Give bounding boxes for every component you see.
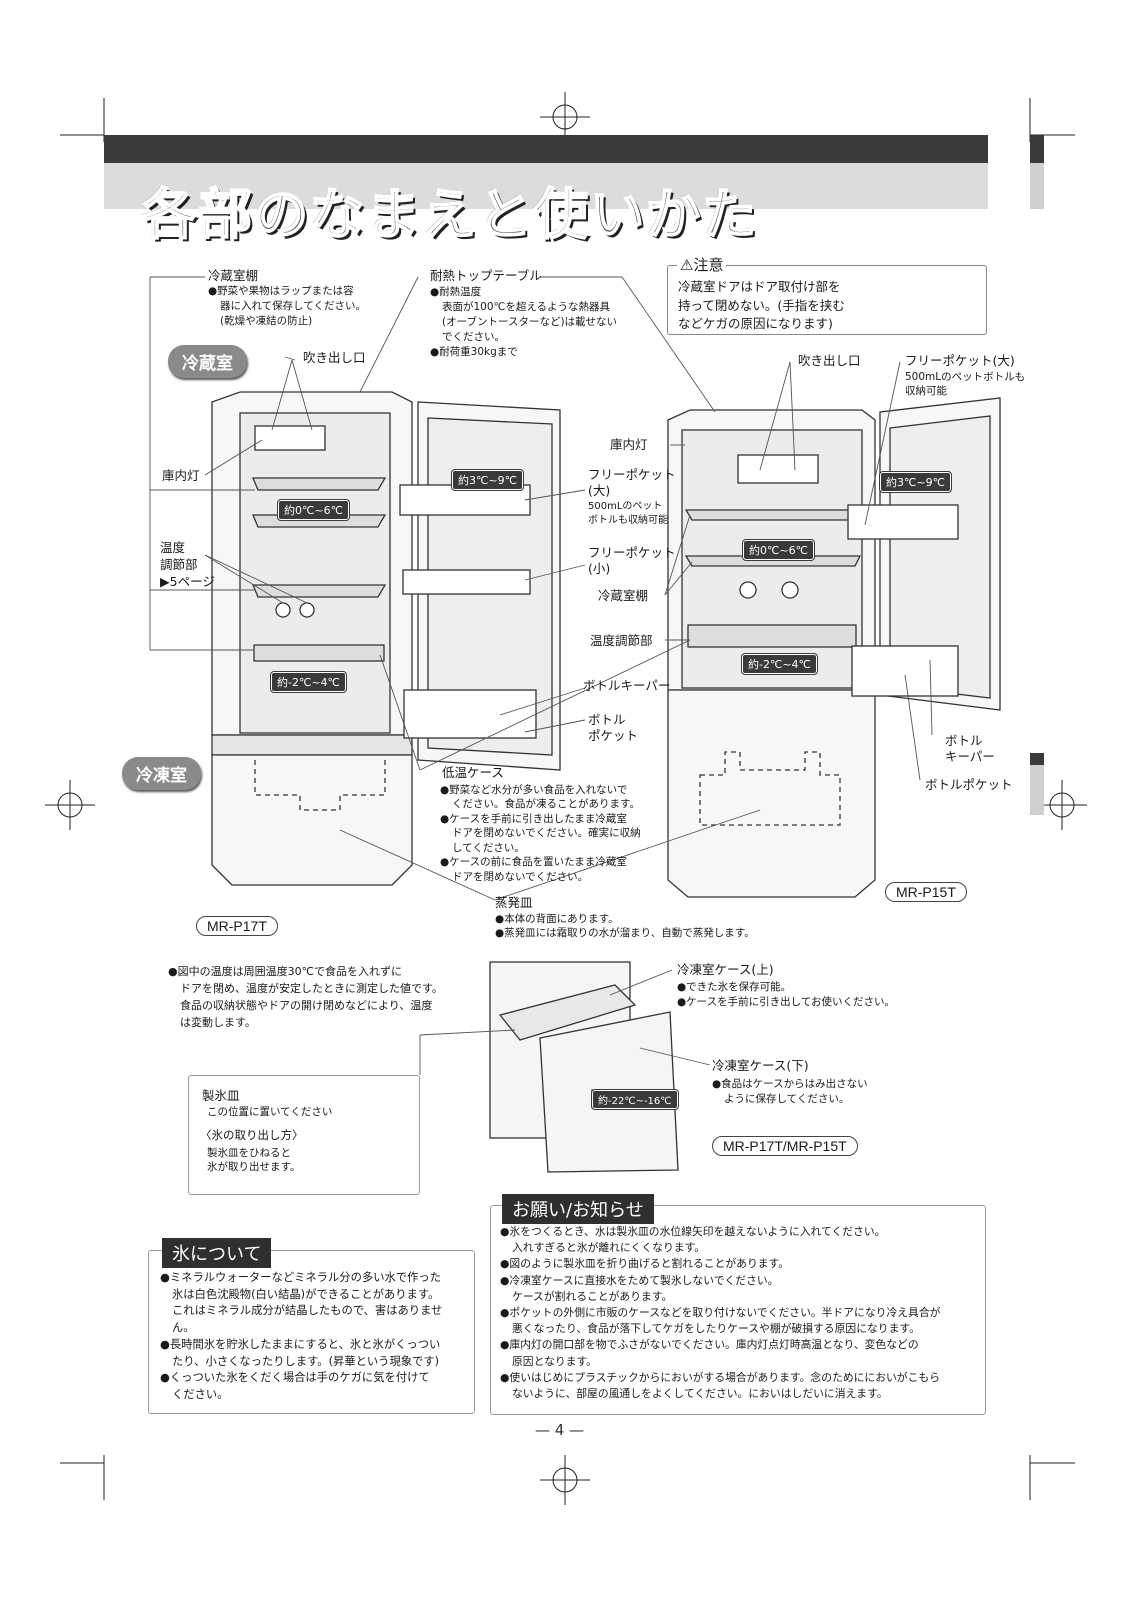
label-ice-tray: 製氷皿 — [202, 1088, 240, 1103]
label-bottle-pocket-right: ボトルポケット — [925, 777, 1013, 792]
label-free-pocket-large-mid: フリーポケット (大) — [588, 467, 676, 499]
label-free-pocket-large-right: フリーポケット(大) — [905, 353, 1015, 368]
label-freezer-case-lower: 冷凍室ケース(下) — [712, 1058, 809, 1073]
caution-title: ⚠注意 — [677, 255, 727, 276]
fridge-pill: 冷蔵室 — [168, 345, 247, 378]
temperature-note: ●図中の温度は周囲温度30℃で食品を入れずに ドアを閉め、温度が安定したときに測… — [168, 965, 443, 1030]
label-lamp-mid: 庫内灯 — [610, 437, 648, 452]
ice-tray-box — [188, 1075, 420, 1195]
page-title: 各部のなまえと使いかた — [141, 182, 758, 247]
label-vent-left: 吹き出し口 — [303, 350, 366, 365]
label-heatproof-top: 耐熱トップテーブル — [430, 268, 542, 283]
label-evaporation-tray: 蒸発皿 — [495, 895, 533, 910]
freezer-pill: 冷凍室 — [122, 757, 201, 790]
model-label-right: MR-P15T — [885, 882, 967, 902]
label-lamp-left: 庫内灯 — [162, 468, 200, 483]
label-bottle-pocket-mid: ボトル ポケット — [588, 712, 639, 744]
ice-tray-how-text: 製氷皿をひねると 氷が取り出せます。 — [207, 1147, 301, 1174]
temp-shelf-left: 約0℃~6℃ — [277, 499, 350, 521]
label-vent-right: 吹き出し口 — [798, 353, 861, 368]
label-freezer-case-upper: 冷凍室ケース(上) — [677, 962, 774, 977]
temp-low-left: 約-2℃~4℃ — [270, 671, 347, 693]
label-temp-control-mid: 温度調節部 — [590, 633, 653, 648]
fridge-left-drawing — [211, 391, 561, 886]
notice-title: お願い/お知らせ — [502, 1194, 654, 1224]
label-free-pocket-small-mid: フリーポケット (小) — [588, 545, 676, 577]
tab-mark-side-light — [1030, 765, 1044, 815]
leader-lines — [149, 276, 933, 1075]
temp-shelf-right: 約0℃~6℃ — [742, 539, 815, 561]
tab-mark-side-dark — [1030, 753, 1044, 765]
label-bottle-keeper-mid: ボトルキーパー — [583, 678, 671, 693]
ice-about-title: 氷について — [162, 1238, 272, 1268]
fridge-right-drawing — [667, 397, 1001, 898]
low-temp-case-note: ●野菜など水分が多い食品を入れないで ください。食品が凍ることがあります。 ●ケ… — [440, 784, 641, 883]
free-pocket-large-note-right: 500mLのペットボトルも 収納可能 — [905, 371, 1026, 398]
tab-mark-top-light — [1030, 163, 1044, 209]
caution-box — [667, 265, 987, 335]
caution-text: 冷蔵室ドアはドア取付け部を 持って閉めない。(手指を挟む などケガの原因になりま… — [678, 279, 845, 331]
label-fridge-shelf-left: 冷蔵室棚 — [208, 268, 259, 283]
evaporation-tray-note: ●本体の背面にあります。 ●蒸発皿には霜取りの水が溜まり、自動で蒸発します。 — [495, 913, 755, 940]
ice-tray-how-title: 〈氷の取り出し方〉 — [200, 1128, 304, 1142]
ice-about-text: ●ミネラルウォーターなどミネラル分の多い水で作った 氷は白色沈殿物(白い結晶)が… — [160, 1271, 443, 1402]
ice-about-box — [148, 1250, 475, 1414]
freezer-case-lower-note: ●食品はケースからはみ出さない ように保存してください。 — [712, 1078, 868, 1105]
tab-mark-top-dark — [1030, 135, 1044, 163]
heatproof-top-note: ●耐熱温度 表面が100℃を超えるような熱器具 (オーブントースターなど)は載せ… — [430, 286, 618, 358]
temp-freezer: 約-22℃~-16℃ — [591, 1089, 679, 1110]
freezer-case-drawing — [489, 961, 679, 1173]
crop-marks — [45, 92, 1087, 1505]
header-band — [104, 163, 988, 209]
notice-box — [490, 1205, 986, 1415]
label-fridge-shelf-mid: 冷蔵室棚 — [598, 588, 649, 603]
warning-icon: ⚠ — [680, 256, 694, 274]
temp-door-right: 約3℃~9℃ — [879, 471, 952, 493]
free-pocket-large-note-mid: 500mLのペット ボトルも収納可能 — [588, 501, 668, 526]
freezer-case-upper-note: ●できた氷を保存可能。 ●ケースを手前に引き出してお使いください。 — [677, 981, 896, 1008]
temp-low-right: 約-2℃~4℃ — [741, 653, 818, 675]
model-label-both: MR-P17T/MR-P15T — [712, 1136, 858, 1156]
label-bottle-keeper-right: ボトル キーパー — [945, 733, 995, 765]
label-low-temp-case: 低温ケース — [442, 765, 504, 780]
temp-door-left: 約3℃~9℃ — [451, 469, 524, 491]
notice-text: ●氷をつくるとき、水は製氷皿の水位線矢印を越えないように入れてください。 入れす… — [500, 1225, 941, 1400]
header-bar — [104, 135, 988, 163]
model-label-left: MR-P17T — [196, 916, 278, 936]
page-number: — 4 — — [535, 1421, 585, 1439]
ice-tray-place: この位置に置いてください — [207, 1106, 333, 1118]
label-temp-control-left: 温度 調節部 ▶5ページ — [160, 540, 215, 589]
fridge-shelf-note: ●野菜や果物はラップまたは容 器に入れて保存してください。 (乾燥や凍結の防止) — [208, 285, 367, 327]
